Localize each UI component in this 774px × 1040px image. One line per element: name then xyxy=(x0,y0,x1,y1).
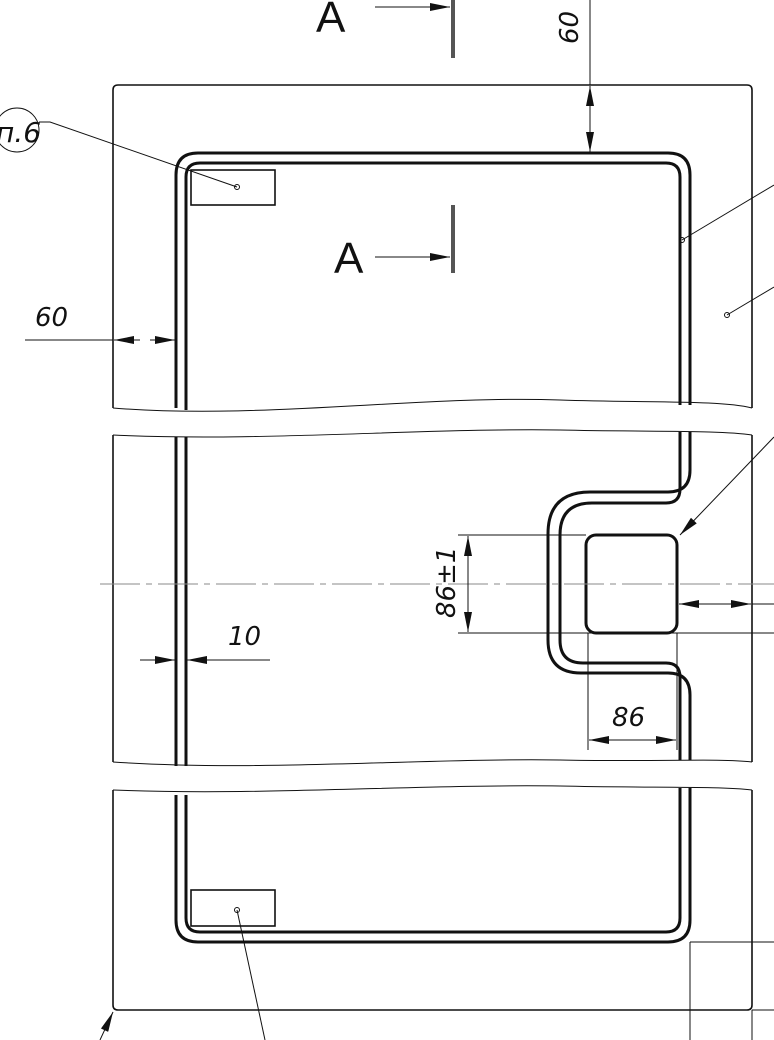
dimension-text: 10 xyxy=(228,622,261,652)
dimension-text: 60 xyxy=(35,303,68,333)
break-lines xyxy=(112,398,753,793)
dimension-text: 86±1 xyxy=(432,547,462,618)
dimension-text: 86 xyxy=(612,703,645,733)
callout-bubble: п.6 xyxy=(0,107,238,188)
plate-outline xyxy=(112,84,753,1011)
section-mark-middle: А xyxy=(334,205,455,283)
marker-dot xyxy=(724,312,730,318)
channel-inner-contour xyxy=(184,161,682,934)
section-label: А xyxy=(334,234,364,283)
callout-text: п.6 xyxy=(0,116,41,149)
dimension-notch-height: 86±1 xyxy=(432,534,774,634)
marker-dot xyxy=(234,907,240,913)
dimension-top-margin: 60 xyxy=(555,0,594,152)
marker-dot xyxy=(234,184,240,190)
section-label: А xyxy=(316,0,346,42)
section-mark-top: А xyxy=(316,0,455,58)
label-plate-bottom xyxy=(190,889,276,927)
label-plate-top xyxy=(190,169,276,206)
leader-lines xyxy=(99,184,774,1040)
dimension-channel-offset: 10 xyxy=(140,622,270,664)
dimension-left-margin: 60 xyxy=(25,303,175,344)
dimension-notch-width: 86 xyxy=(587,633,678,750)
dimension-text: 60 xyxy=(555,11,585,44)
marker-dot xyxy=(679,237,685,243)
